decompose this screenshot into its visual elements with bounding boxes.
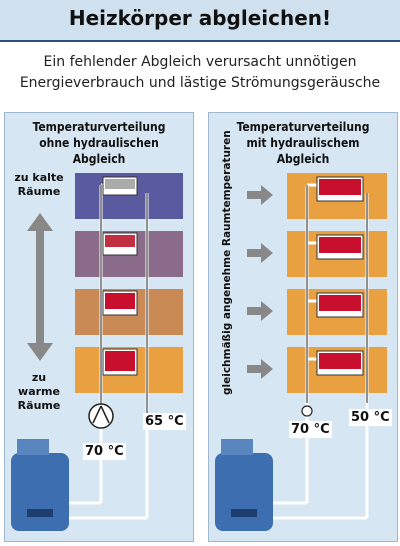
radiator-icon: [316, 234, 364, 260]
radiator-icon: [102, 176, 138, 196]
arrow-icon: [247, 359, 273, 379]
panel-without-balancing: Temperaturverteilung ohne hydraulischen …: [4, 112, 194, 542]
left-return-temp: 65 °C: [143, 413, 186, 430]
radiator-icon: [316, 350, 364, 376]
arrows-right: [247, 185, 273, 379]
right-pump-temp: 70 °C: [289, 421, 332, 438]
boiler-icon: [215, 439, 273, 531]
temperature-gradient-arrow: [27, 213, 53, 361]
radiator-icon: [102, 290, 138, 316]
pump-icon: [88, 403, 114, 429]
page-title: Heizkörper abgleichen!: [68, 6, 332, 30]
title-bar: Heizkörper abgleichen!: [0, 0, 400, 42]
radiators-left: [102, 176, 138, 376]
radiator-icon: [316, 292, 364, 318]
pump-icon: [301, 405, 313, 417]
left-panel-title: Temperaturverteilung ohne hydraulischen …: [32, 120, 166, 166]
right-panel-title: Temperaturverteilung mit hydraulischem A…: [236, 120, 370, 166]
panel-with-balancing: Temperaturverteilung mit hydraulischem A…: [208, 112, 398, 542]
left-diagram-graphics: [11, 176, 149, 531]
arrow-icon: [247, 185, 273, 205]
page-subtitle: Ein fehlender Abgleich verursacht unnöti…: [19, 54, 381, 91]
right-return-temp: 50 °C: [349, 409, 392, 426]
cold-rooms-label: zu kalte Räume: [14, 171, 64, 198]
radiator-icon: [316, 176, 364, 202]
arrow-icon: [247, 301, 273, 321]
boiler-icon: [11, 439, 69, 531]
radiator-icon: [102, 232, 138, 256]
radiators-right: [316, 176, 364, 376]
right-diagram-graphics: [215, 176, 369, 531]
left-pump-temp: 70 °C: [83, 443, 126, 460]
radiator-icon: [102, 348, 138, 376]
warm-rooms-label: zu warme Räume: [17, 371, 61, 412]
arrow-icon: [247, 243, 273, 263]
